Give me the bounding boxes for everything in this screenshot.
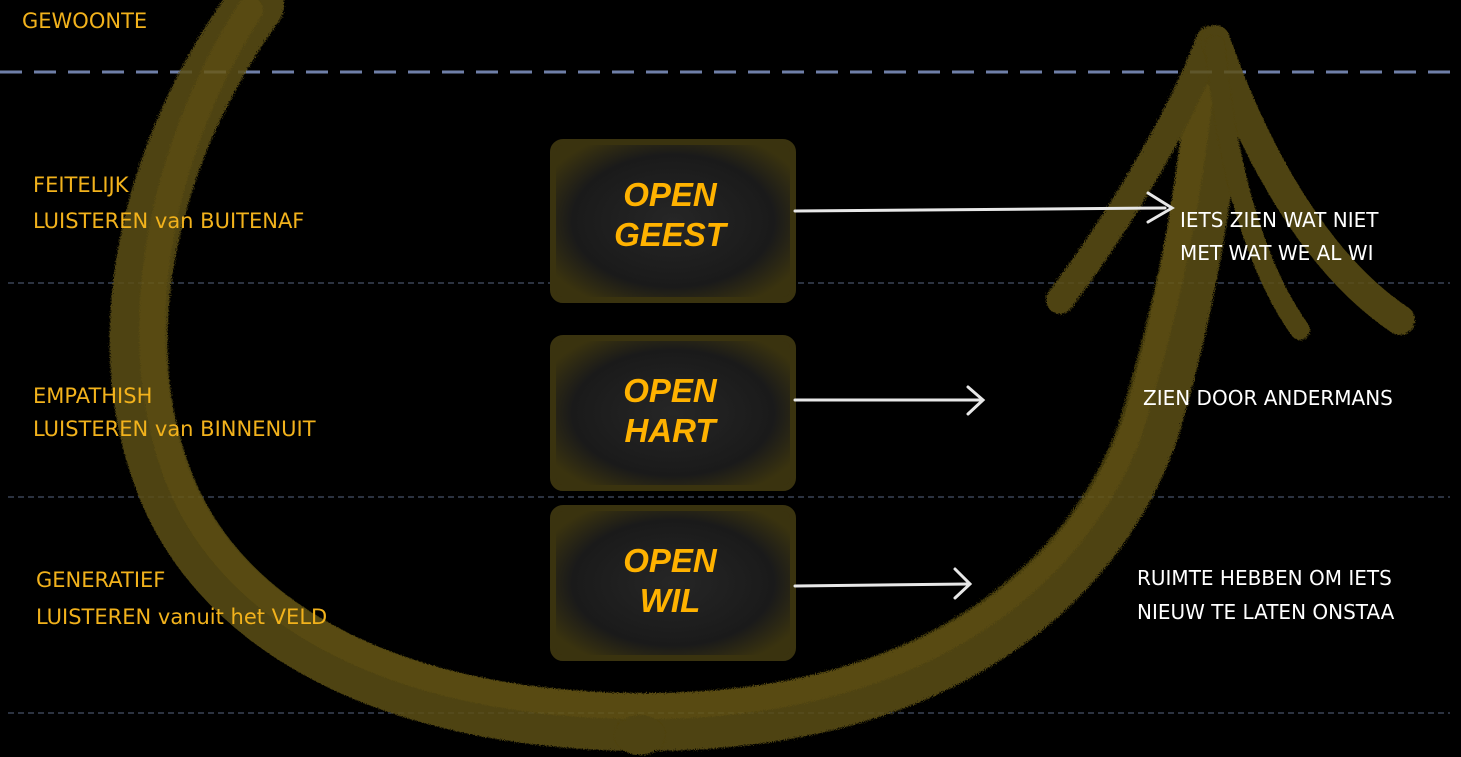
level-3-desc-line2: NIEUW TE LATEN ONSTAA — [1137, 597, 1394, 627]
level-2-listening: LUISTEREN van BINNENUIT — [33, 414, 316, 444]
level-1-desc-line1: IETS ZIEN WAT NIET — [1180, 205, 1378, 235]
arrow-open-will — [795, 569, 970, 598]
open-heart-line2: HART — [624, 411, 715, 451]
level-3-listening: LUISTEREN vanuit het VELD — [36, 602, 327, 632]
level-1-listening: LUISTEREN van BUITENAF — [33, 206, 304, 236]
level-1-desc-line2: MET WAT WE AL WI — [1180, 238, 1373, 268]
level-3-type: GENERATIEF — [36, 565, 165, 595]
open-heart-line1: OPEN — [623, 371, 717, 411]
level-2-type: EMPATHISH — [33, 381, 152, 411]
open-heart-label: OPEN HART — [550, 336, 790, 486]
arrow-open-heart — [795, 387, 983, 414]
open-mind-line1: OPEN — [623, 175, 717, 215]
open-mind-label: OPEN GEEST — [550, 140, 790, 290]
open-will-line1: OPEN — [623, 541, 717, 581]
level-2-desc-line1: ZIEN DOOR ANDERMANS — [1143, 383, 1393, 413]
level-1-type: FEITELIJK — [33, 170, 129, 200]
open-will-label: OPEN WIL — [550, 506, 790, 656]
habit-label: GEWOONTE — [22, 6, 147, 36]
open-will-line2: WIL — [640, 581, 700, 621]
open-mind-line2: GEEST — [614, 215, 726, 255]
level-3-desc-line1: RUIMTE HEBBEN OM IETS — [1137, 563, 1392, 593]
